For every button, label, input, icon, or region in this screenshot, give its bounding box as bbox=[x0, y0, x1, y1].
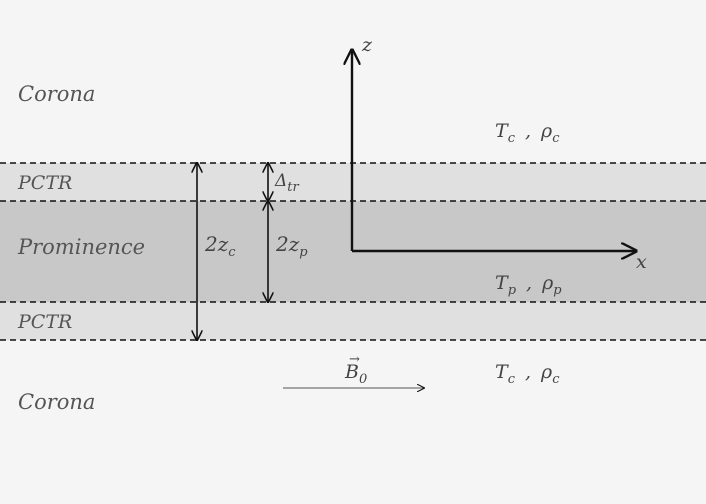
field-label: B0 bbox=[344, 361, 367, 387]
two-zp-label: 2zp bbox=[275, 232, 308, 260]
pctr-top-label: PCTR bbox=[17, 172, 72, 194]
corona-top-label: Corona bbox=[18, 82, 95, 106]
prominence-label: Prominence bbox=[17, 235, 145, 259]
corona-bottom-params: Tc,ρc bbox=[495, 361, 560, 387]
field-vector-accent: → bbox=[349, 352, 360, 367]
delta-tr-label: Δtr bbox=[274, 171, 300, 195]
two-zc-label: 2zc bbox=[204, 232, 236, 260]
corona-top-params: Tc,ρc bbox=[495, 120, 560, 146]
pctr-band-bottom bbox=[0, 302, 706, 340]
z-axis-label: z bbox=[361, 34, 373, 56]
corona-bottom-label: Corona bbox=[18, 390, 95, 414]
pctr-bottom-label: PCTR bbox=[17, 311, 72, 333]
x-axis-label: x bbox=[636, 251, 647, 273]
prominence-params: Tp,ρp bbox=[495, 272, 562, 298]
